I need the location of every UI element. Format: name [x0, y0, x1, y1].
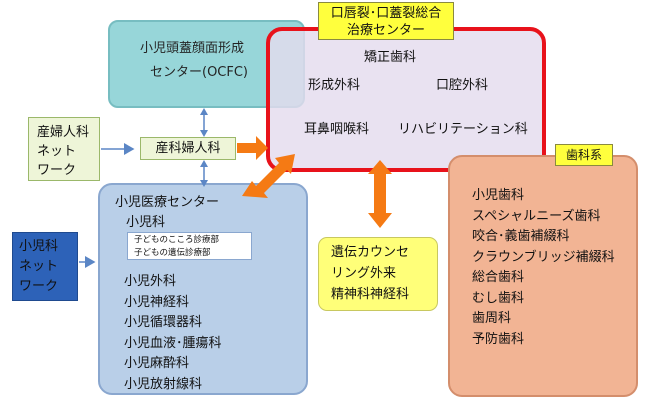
ocfc-subtitle: センター(OCFC): [150, 65, 249, 80]
obstetrics-network-line3: ワーク: [37, 163, 77, 178]
arrow-cleft-genetics: [368, 160, 392, 228]
pediatric-dept: 小児放射線科: [124, 376, 203, 392]
pediatric-dept: 小児血液･腫瘍科: [124, 335, 222, 351]
dental-item: 総合歯科: [472, 270, 525, 285]
pediatric-dept-list: 小児外科 小児神経科 小児循環器科 小児血液･腫瘍科 小児麻酔科 小児放射線科: [124, 272, 222, 395]
dental-item: 小児歯科: [472, 188, 525, 203]
cleft-center-title: 口唇裂･口蓋裂総合 治療センター: [318, 2, 454, 40]
genetics-line1: 遺伝カウンセ: [331, 245, 410, 260]
genetics-line3: 精神科神経科: [331, 287, 410, 302]
pediatric-center-title: 小児医療センター: [115, 195, 220, 210]
dental-list: 小児歯科 スペシャルニーズ歯科 咬合･義歯補綴科 クラウンブリッジ補綴科 総合歯…: [472, 186, 615, 350]
dental-item: 咬合･義歯補綴科: [472, 229, 570, 244]
pediatric-dept: 小児神経科: [124, 294, 190, 310]
dental-item: スペシャルニーズ歯科: [472, 208, 601, 224]
pediatric-center-box: 小児医療センター 小児科 小児外科 小児神経科 小児循環器科 小児血液･腫瘍科 …: [98, 183, 308, 395]
arrow-obstetrics-cleft: [237, 136, 268, 160]
cleft-title-line2: 治療センター: [346, 23, 425, 38]
dept-ent: 耳鼻咽喉科: [304, 122, 370, 137]
dental-item: 歯周科: [472, 311, 512, 326]
arrowhead-up: [200, 160, 208, 167]
subdept-genetics: 子どもの遺伝診療部: [134, 248, 211, 258]
genetics-line2: リング外来: [331, 266, 397, 281]
dental-title: 歯科系: [555, 144, 613, 166]
dept-rehabilitation: リハビリテーション科: [398, 122, 528, 137]
pediatric-network-box: 小児科 ネット ワーク: [12, 232, 78, 301]
arrowhead-up: [200, 108, 208, 115]
pediatric-dept: 小児循環器科: [124, 315, 203, 330]
obstetrics-network-line1: 産婦人科: [37, 125, 90, 140]
dental-item: むし歯科: [472, 290, 525, 306]
genetics-box: 遺伝カウンセ リング外来 精神科神経科: [318, 237, 438, 311]
pediatric-dept: 小児麻酔科: [124, 356, 190, 371]
arrowhead-down: [200, 180, 208, 187]
arrow-pediatric-cleft: [242, 154, 295, 198]
dept-plastic-surgery: 形成外科: [308, 78, 361, 93]
dept-orthodontics: 矯正歯科: [364, 50, 417, 65]
ocfc-title: 小児頭蓋顔面形成: [140, 41, 245, 56]
subdept-mind: 子どものこころ診療部: [134, 235, 220, 245]
pediatric-subdept-box: 子どものこころ診療部 子どもの遺伝診療部: [127, 232, 252, 260]
obstetrics-network-box: 産婦人科 ネット ワーク: [28, 117, 100, 181]
pediatric-network-line2: ネット: [19, 259, 59, 274]
cleft-title-line1: 口唇裂･口蓋裂総合: [330, 6, 442, 21]
dental-item: 予防歯科: [472, 331, 525, 347]
dental-box: 小児歯科 スペシャルニーズ歯科 咬合･義歯補綴科 クラウンブリッジ補綴科 総合歯…: [448, 155, 638, 397]
pediatric-dept: 小児外科: [124, 274, 177, 289]
obstetrics-box: 産科婦人科: [140, 137, 236, 160]
arrowhead-down: [200, 130, 208, 137]
dental-item: クラウンブリッジ補綴科: [472, 249, 615, 265]
dept-oral-surgery: 口腔外科: [436, 78, 489, 93]
cleft-center-box: 矯正歯科 形成外科 口腔外科 耳鼻咽喉科 リハビリテーション科: [266, 27, 546, 172]
obstetrics-network-line2: ネット: [37, 144, 77, 159]
pediatrics-label: 小児科: [126, 215, 166, 230]
pediatric-network-line3: ワーク: [19, 279, 59, 294]
pediatric-network-line1: 小児科: [19, 239, 59, 254]
